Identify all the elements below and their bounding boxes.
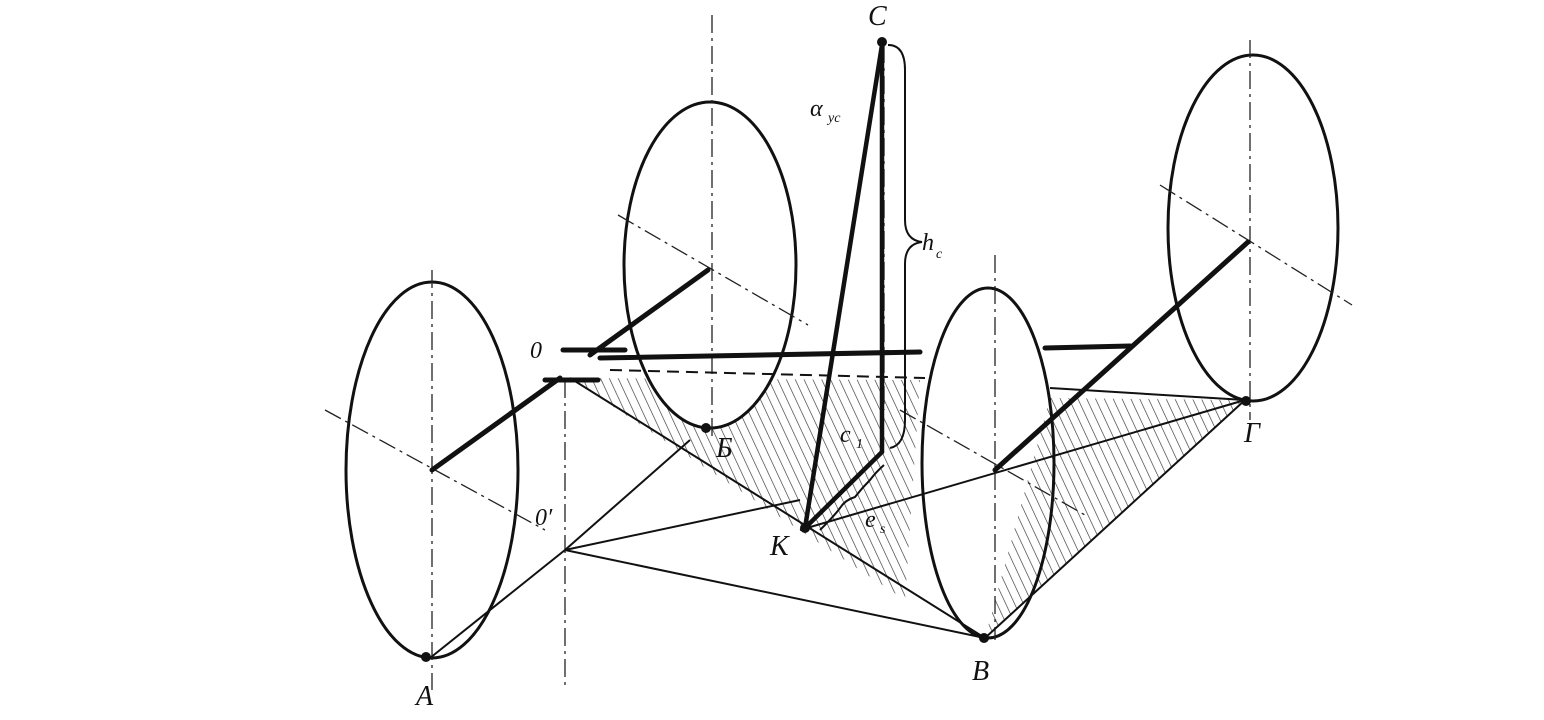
wheel-G [1166, 53, 1340, 403]
hc-brace [887, 44, 923, 449]
label-alpha: α [810, 96, 823, 122]
label-e: e [865, 507, 876, 533]
point-G [1241, 396, 1251, 406]
hidden-line [609, 369, 926, 379]
label-e-sub: s [880, 522, 886, 537]
label-C: C [868, 1, 887, 32]
label-h: h [922, 230, 934, 256]
point-C [877, 37, 887, 47]
label-c1: c [840, 422, 851, 448]
wheel-B [622, 100, 798, 430]
label-h-sub: c [936, 247, 943, 262]
label-G: Г [1243, 418, 1261, 449]
label-alpha-sub: ус [826, 111, 841, 126]
es-mark [819, 464, 885, 531]
point-A [421, 652, 431, 662]
point-K [800, 523, 810, 533]
label-c1-sub: 1 [856, 437, 863, 452]
label-O: 0 [530, 338, 542, 364]
label-V: В [972, 656, 989, 687]
cg-lines [802, 42, 885, 531]
label-K: K [769, 531, 790, 562]
point-V [979, 633, 989, 643]
frame-thick-lines [429, 239, 1251, 473]
label-A: A [414, 681, 434, 712]
points [421, 37, 1251, 662]
label-B: Б [715, 433, 733, 464]
point-B [701, 423, 711, 433]
label-O-prime: 0′ [535, 505, 553, 531]
